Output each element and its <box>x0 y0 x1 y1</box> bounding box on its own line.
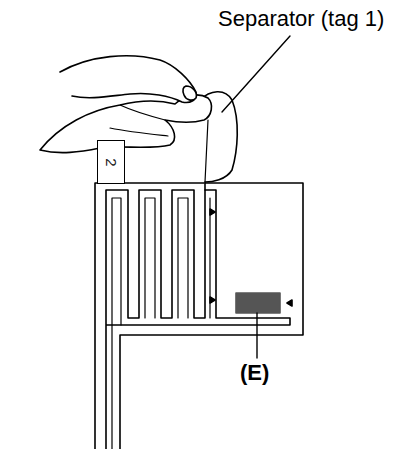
position-mark <box>210 209 292 306</box>
finger-lines <box>110 105 168 136</box>
leader-line <box>222 36 290 112</box>
callout-label: (E) <box>240 360 269 386</box>
tab-number: 2 <box>103 158 120 166</box>
thumbnail <box>183 86 196 100</box>
tab-box: 2 <box>97 140 125 184</box>
channel-inner <box>112 198 210 449</box>
separator-fold <box>205 120 208 182</box>
region-e <box>236 293 280 313</box>
hand <box>40 95 211 153</box>
card-outline <box>95 183 303 449</box>
channel-outline <box>106 190 290 449</box>
leader-line <box>256 313 257 358</box>
hand-thumb <box>60 56 196 103</box>
part-name: Separator (tag 1) <box>218 6 384 32</box>
